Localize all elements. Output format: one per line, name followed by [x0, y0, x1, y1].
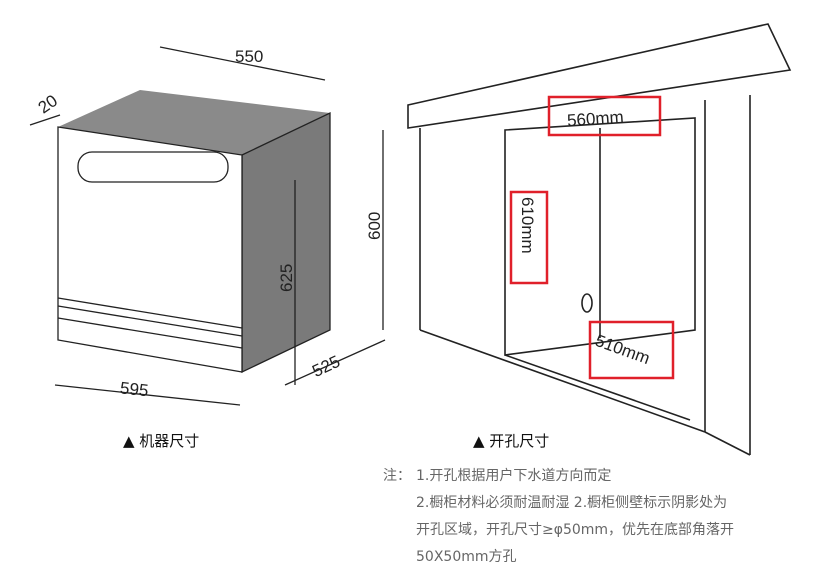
- notes-prefix: 注：: [383, 468, 411, 484]
- highlight-boxes: [509, 95, 675, 380]
- note-line-4: 50X50mm方孔: [416, 549, 517, 565]
- cabinet-drawing: [407, 23, 792, 456]
- dim-625: 625: [277, 264, 296, 292]
- machine-caption: ▲ 机器尺寸: [123, 432, 200, 450]
- note-line-1: 1.开孔根据用户下水道方向而定: [416, 468, 612, 484]
- dim-600: 600: [365, 212, 384, 240]
- dishwasher-drawing: [29, 46, 386, 406]
- cabinet-caption: ▲ 开孔尺寸: [473, 432, 550, 450]
- dim-610mm: 610mm: [518, 197, 537, 254]
- dim-525: 525: [309, 352, 343, 381]
- dim-20: 20: [35, 91, 61, 117]
- dim-595: 595: [119, 378, 149, 400]
- note-line-2: 2.橱柜材料必须耐温耐湿 2.橱柜侧壁标示阴影处为: [416, 495, 728, 511]
- dim-550: 550: [235, 47, 263, 66]
- note-line-3: 开孔区域，开孔尺寸≥φ50mm，优先在底部角落开: [416, 522, 735, 538]
- dim-560mm: 560mm: [566, 107, 624, 130]
